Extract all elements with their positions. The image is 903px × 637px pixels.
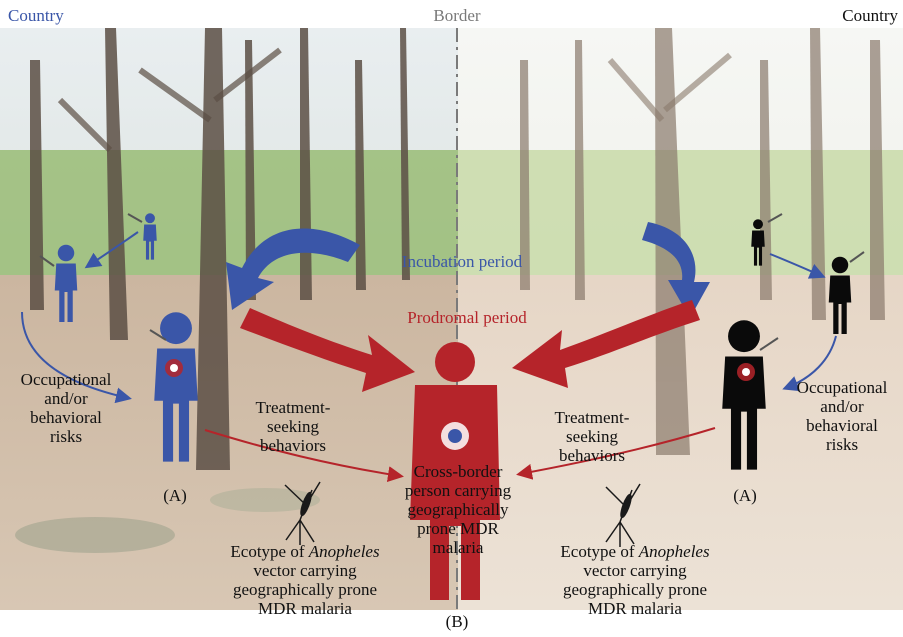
left-marker-a: (A): [150, 486, 200, 505]
center-person-label: Cross-border person carrying geographica…: [388, 462, 528, 557]
prodromal-period-label: Prodromal period: [382, 308, 552, 327]
left-risks-label: Occupational and/or behavioral risks: [2, 370, 130, 446]
left-treatment-label: Treatment- seeking behaviors: [238, 398, 348, 455]
left-ecotype-genus: Anopheles: [309, 542, 380, 561]
right-treatment-label: Treatment- seeking behaviors: [532, 408, 652, 465]
right-ecotype-pre: Ecotype of: [560, 542, 638, 561]
left-ecotype-pre: Ecotype of: [230, 542, 308, 561]
parasite-icon-center-core: [448, 429, 462, 443]
right-ecotype-post: vector carrying geographically prone MDR…: [530, 561, 740, 618]
parasite-icon-core: [170, 364, 178, 372]
incubation-period-label: Incubation period: [372, 252, 552, 271]
country-left-label: Country: [8, 6, 64, 26]
left-ecotype-label: Ecotype of Anopheles vector carrying geo…: [205, 523, 405, 637]
left-ecotype-post: vector carrying geographically prone MDR…: [205, 561, 405, 618]
right-marker-a: (A): [720, 486, 770, 505]
center-marker-b: (B): [432, 612, 482, 631]
country-right-label: Country: [806, 6, 898, 26]
border-label: Border: [412, 6, 502, 26]
right-ecotype-genus: Anopheles: [639, 542, 710, 561]
right-ecotype-label: Ecotype of Anopheles vector carrying geo…: [530, 523, 740, 637]
right-risks-label: Occupational and/or behavioral risks: [782, 378, 902, 454]
parasite-icon-right-core: [742, 368, 750, 376]
